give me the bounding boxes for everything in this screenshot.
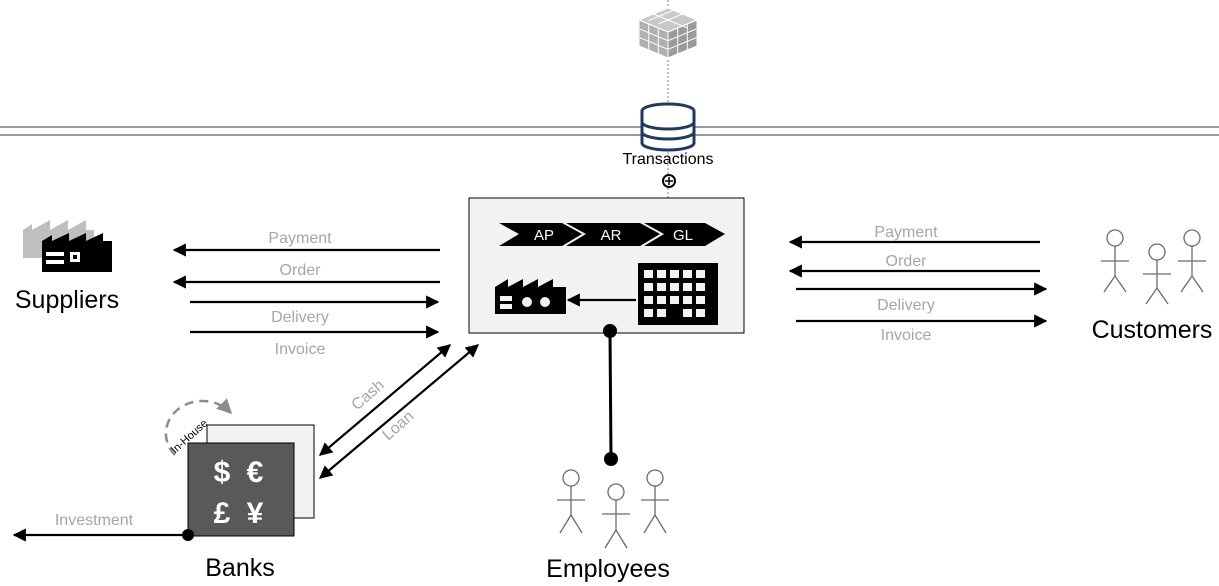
- person-icon: [1101, 229, 1129, 293]
- person-icon: [641, 469, 669, 534]
- currency-yen: ¥: [247, 497, 264, 530]
- currency-dollar: $: [214, 456, 231, 489]
- factory-icon: [495, 279, 566, 314]
- bank-flows: Cash Loan: [318, 344, 480, 479]
- customers-icon: [1101, 229, 1206, 305]
- employees-icon: [557, 469, 669, 549]
- chevron-gl-label: GL: [673, 227, 693, 244]
- banks-icon: $ € £ ¥: [187, 424, 315, 537]
- customer-order-label: Order: [886, 253, 928, 270]
- sync-icon[interactable]: [662, 174, 676, 188]
- supplier-order-label: Order: [280, 262, 322, 279]
- suppliers-icon: [23, 220, 112, 272]
- customer-delivery-label: Delivery: [877, 297, 935, 314]
- employees-label: Employees: [546, 555, 670, 583]
- system-boundary: [0, 126, 1219, 136]
- chevron-ar-label: AR: [601, 227, 622, 244]
- chevron-ap-label: AP: [534, 227, 554, 244]
- banks-label: Banks: [205, 554, 274, 582]
- process-chain: AP AR GL: [499, 223, 725, 246]
- customer-invoice-label: Invoice: [881, 327, 932, 344]
- employee-connector: [603, 324, 618, 466]
- supplier-flows: Payment Order Delivery Invoice: [172, 230, 440, 358]
- person-icon: [557, 469, 585, 534]
- suppliers-label: Suppliers: [15, 286, 119, 314]
- data-cube-icon: [637, 7, 699, 59]
- loan-arrow[interactable]: [318, 344, 480, 479]
- customer-payment-label: Payment: [874, 224, 938, 241]
- database-icon: [640, 102, 696, 152]
- office-building-icon: [638, 263, 718, 325]
- transactions-label: Transactions: [623, 151, 714, 168]
- supplier-invoice-label: Invoice: [275, 341, 326, 358]
- customer-flows: Payment Order Delivery Invoice: [788, 224, 1048, 344]
- person-icon: [1143, 243, 1171, 305]
- currency-pound: £: [214, 497, 231, 530]
- investment-label: Investment: [55, 512, 134, 529]
- investment-flow: Investment: [12, 512, 194, 542]
- chevron-ar[interactable]: [566, 223, 660, 246]
- customers-label: Customers: [1092, 316, 1213, 344]
- chevron-ap[interactable]: [499, 223, 582, 246]
- bank-front-card: [187, 442, 295, 537]
- supplier-delivery-label: Delivery: [271, 309, 329, 326]
- cash-label: Cash: [348, 377, 387, 414]
- person-icon: [602, 483, 630, 549]
- currency-euro: €: [247, 456, 264, 489]
- person-icon: [1178, 229, 1206, 293]
- supplier-payment-label: Payment: [268, 230, 332, 247]
- chevron-gl[interactable]: [644, 223, 725, 246]
